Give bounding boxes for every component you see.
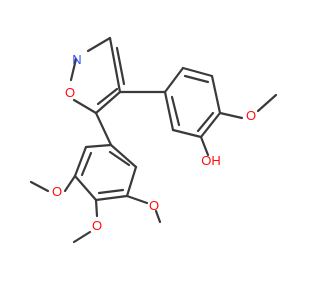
atom-methoxy-oxygen-low: O (149, 198, 159, 213)
trimethoxyphenyl-ring (29, 111, 162, 244)
bond-n-c3 (86, 36, 112, 53)
molecule-canvas: N O OH O O O O (29, 36, 278, 244)
bond-ome-methyl (256, 93, 278, 113)
ring-bond-2 (181, 66, 214, 78)
isoxazole-ring (69, 36, 126, 115)
atom-hydroxyl: OH (201, 153, 221, 168)
ring-bond-4-double (196, 111, 215, 133)
atom-methoxy-oxygen-right: O (246, 108, 256, 123)
bond-ring-ome-left (63, 174, 77, 193)
ring2-bond-2 (73, 145, 88, 178)
bond-ome-low-methyl (154, 209, 162, 224)
ring-bond-6 (163, 90, 175, 132)
ring-bond-5 (171, 128, 203, 139)
bond-ring-ome-low (125, 194, 149, 205)
ring-bond-2-double (183, 74, 210, 84)
ring2-bond-6 (109, 143, 138, 169)
ring2-bond-6-double (108, 150, 131, 167)
bond-c3-c4 (108, 36, 122, 94)
bond-c5-o (72, 98, 98, 115)
ring2-bond-4-double (97, 188, 125, 195)
bond-ome-mid-methyl (72, 230, 92, 244)
ring2-bond-3 (73, 174, 98, 202)
bond-ring-ome (218, 111, 244, 120)
bond-c5-ring (94, 111, 113, 147)
ring2-bond-4 (94, 194, 129, 202)
ring-bond-3 (210, 74, 222, 115)
bond-ring-oh (199, 135, 210, 157)
molecule-structure: N O OH O O O O (29, 36, 278, 244)
atom-nitrogen: N (72, 52, 81, 67)
atom-methoxy-oxygen-mid: O (92, 218, 102, 233)
ring-bond-4 (199, 111, 222, 139)
ring2-bond-2-double (80, 151, 93, 177)
bond-ring-ome-mid (94, 198, 99, 218)
atom-ring-oxygen: O (65, 85, 75, 100)
bond-o-n (69, 57, 78, 82)
bond-c5-o-inner (96, 87, 119, 106)
right-phenyl-ring (118, 66, 278, 157)
bond-ome-left-methyl (29, 180, 50, 193)
ring-bond-1 (163, 66, 185, 94)
ring2-bond-5 (125, 165, 138, 198)
bond-c3-c4-double (115, 46, 126, 86)
ring-bond-6-double (170, 95, 181, 127)
bond-c4-c5 (94, 90, 122, 115)
atom-methoxy-oxygen-left: O (52, 184, 62, 199)
ring2-bond-1 (84, 143, 113, 149)
